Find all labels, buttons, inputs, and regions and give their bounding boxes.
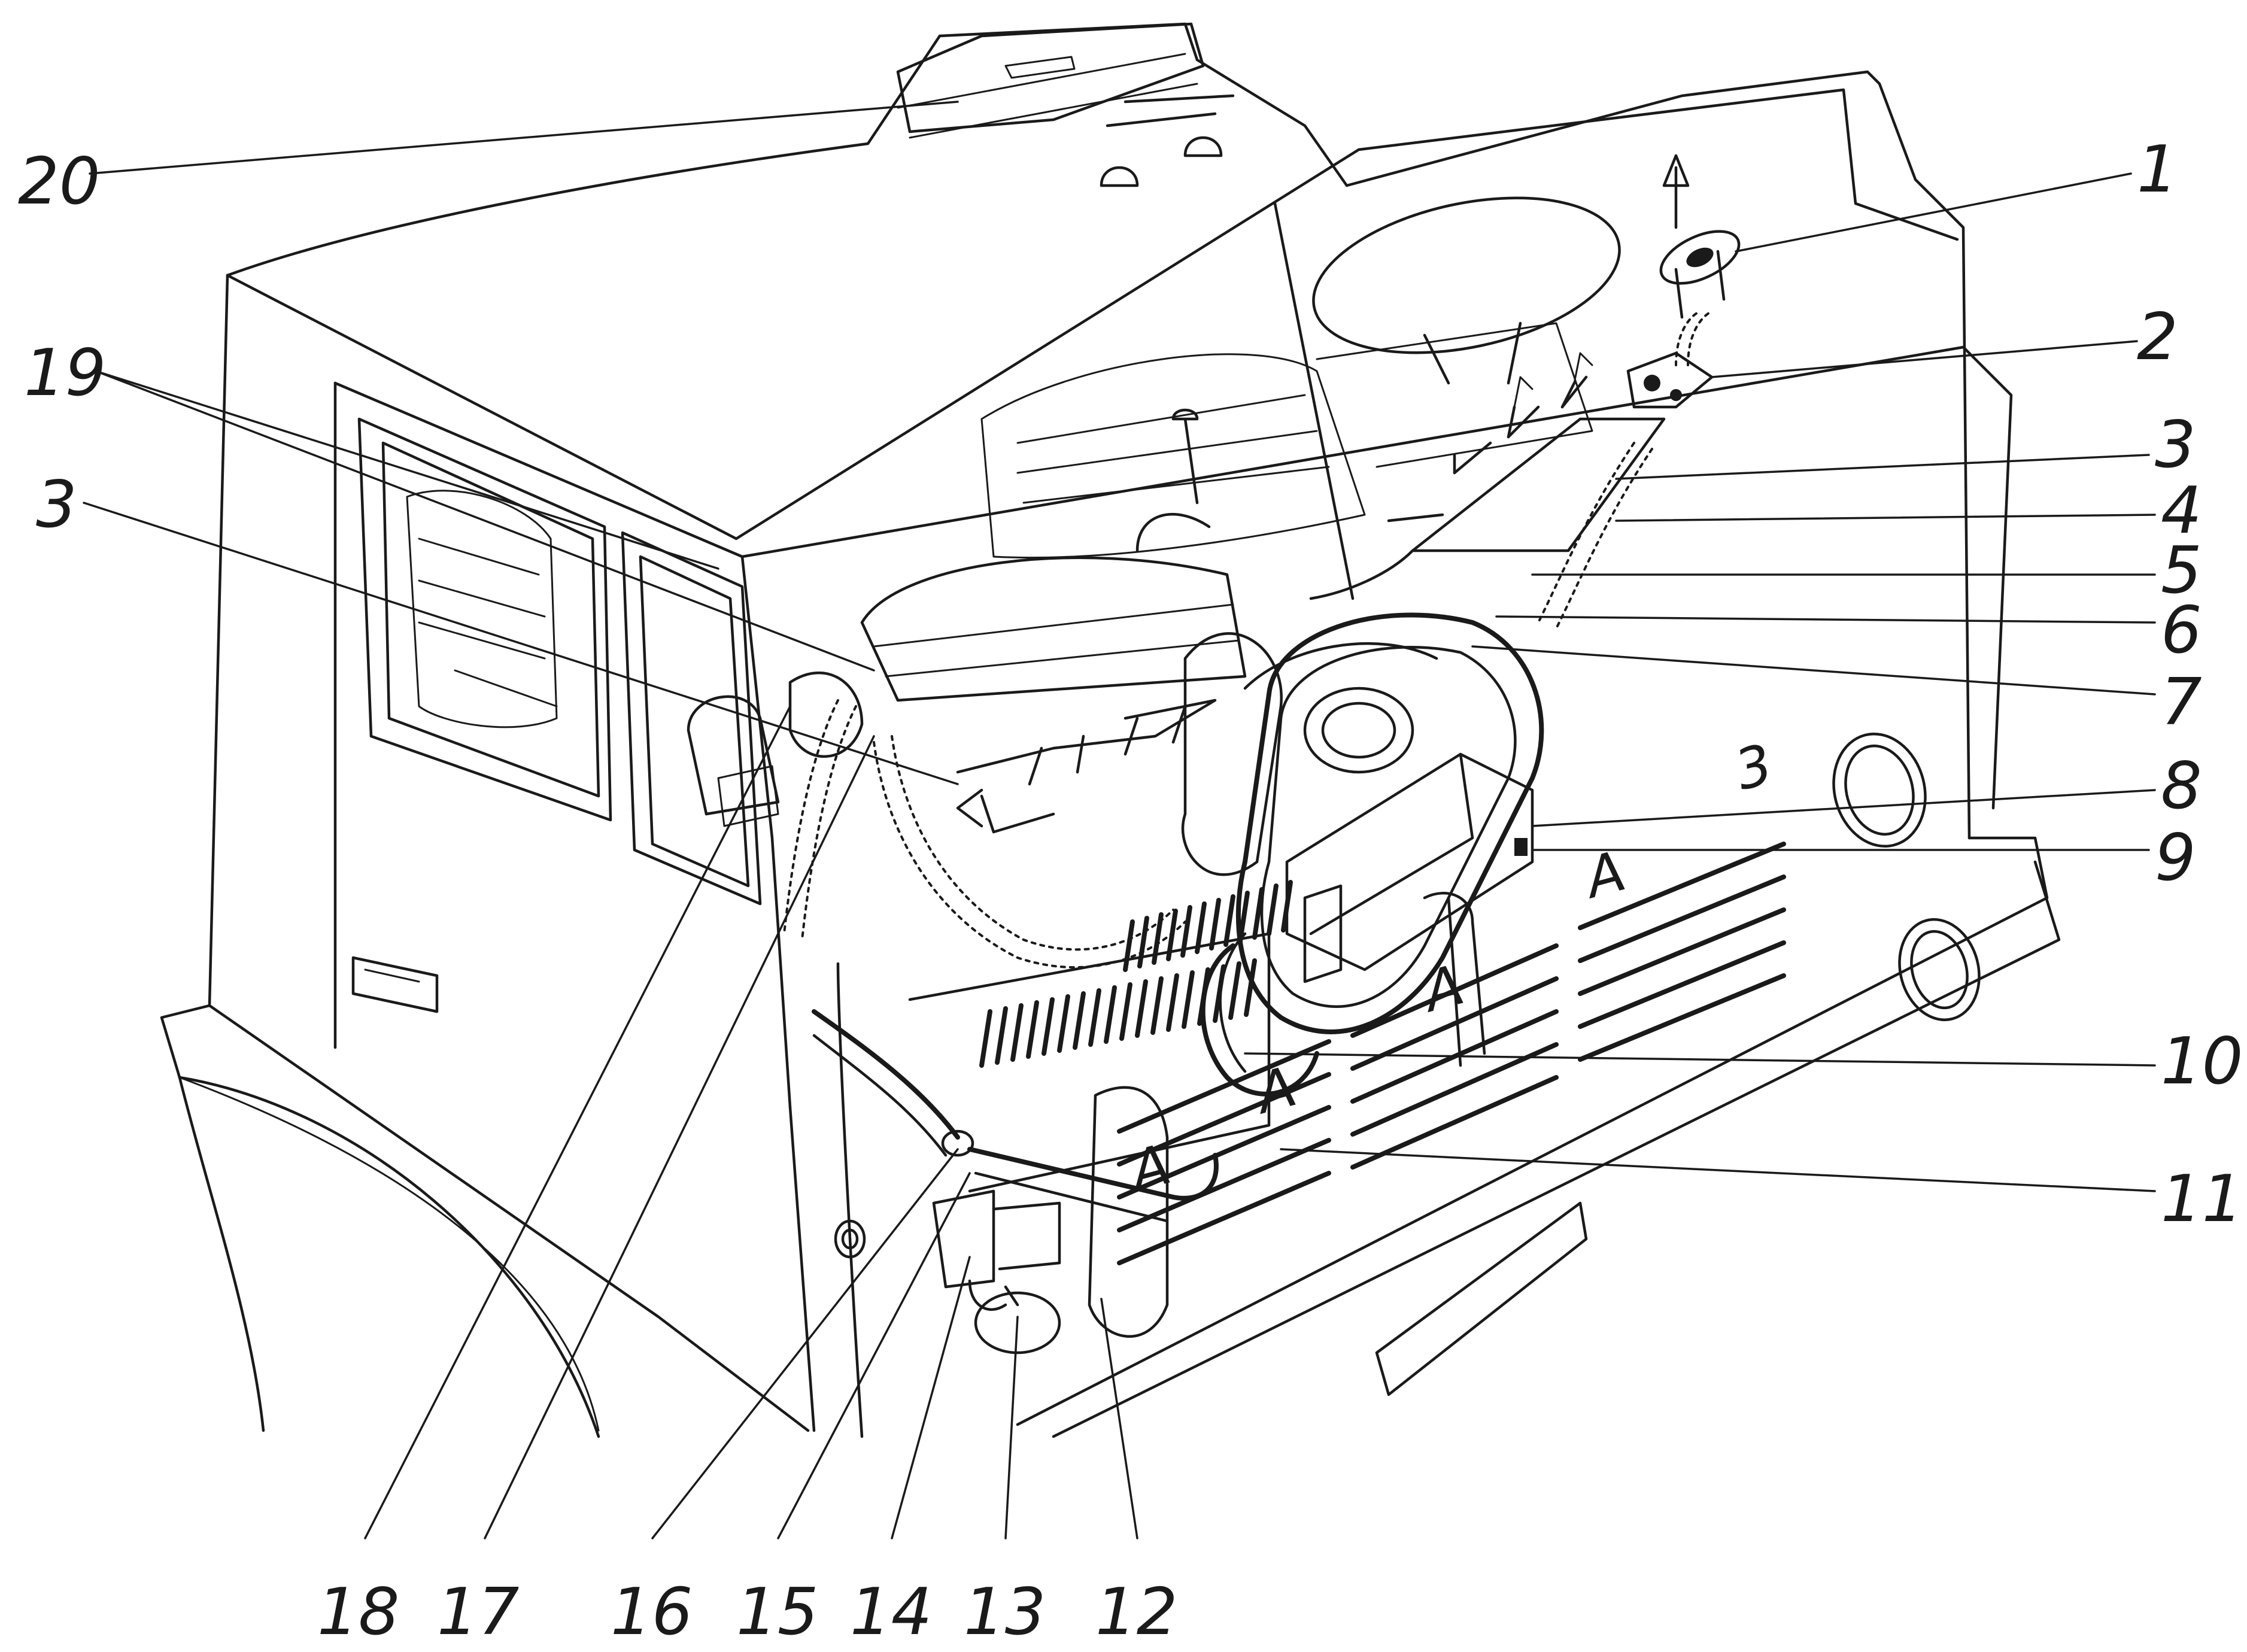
louvre-slot	[1195, 901, 1207, 954]
louvre-slot	[1180, 905, 1192, 958]
louvre-slot	[1119, 982, 1132, 1041]
grille-bar	[1350, 1075, 1559, 1170]
part-marks: 3 A A A A	[1121, 732, 1779, 1205]
louvre-slot	[1057, 994, 1070, 1053]
grille-bar	[1578, 874, 1786, 963]
callout-12: 12	[1095, 1575, 1177, 1650]
louvre-slot	[1182, 970, 1195, 1029]
callout-5: 5	[2161, 533, 2202, 608]
callout-3-left: 3	[36, 467, 77, 542]
grille-bar	[1578, 842, 1786, 930]
grille-bar	[1117, 1171, 1331, 1265]
cab-body	[160, 22, 2061, 1438]
part-mark-3: 3	[1729, 732, 1779, 803]
callout-16: 16	[611, 1575, 693, 1650]
louvre-slot	[1073, 991, 1086, 1050]
cab-interior	[860, 196, 1621, 702]
callout-numbers-left: 19 3 20	[18, 144, 106, 542]
callout-6: 6	[2161, 593, 2202, 668]
callout-1: 1	[2137, 132, 2178, 207]
grille-bar	[1350, 976, 1559, 1071]
grille-bar	[1117, 1072, 1331, 1167]
louvre-slot	[979, 1009, 992, 1068]
callout-3-right: 3	[2155, 408, 2196, 482]
callout-9: 9	[2155, 821, 2196, 895]
callout-15: 15	[736, 1575, 818, 1650]
louvre-slot	[1197, 967, 1210, 1026]
callout-13: 13	[964, 1575, 1046, 1650]
louvre-slot	[1228, 961, 1241, 1020]
callout-7: 7	[2161, 665, 2202, 740]
callout-numbers-right: 1 2 3 4 5 6 7 8 9 10 11	[2137, 132, 2243, 1237]
callout-2: 2	[2137, 300, 2178, 375]
louvre-slot	[1209, 898, 1221, 950]
part-mark-a-2: A	[1414, 953, 1470, 1025]
louvre-slot	[1135, 979, 1148, 1038]
callout-20: 20	[18, 144, 100, 219]
callout-4: 4	[2161, 473, 2202, 548]
louvre-slot	[1252, 887, 1264, 940]
louvre-slot	[1088, 988, 1101, 1047]
louvre-slot	[1166, 909, 1178, 961]
louvre-slot	[1137, 916, 1149, 968]
callout-14: 14	[850, 1575, 932, 1650]
callout-17: 17	[437, 1575, 519, 1650]
louvre-slot	[1238, 891, 1250, 943]
louvre-slot	[1223, 894, 1235, 947]
louvre-slot	[1026, 1000, 1039, 1059]
grille-bar	[1117, 1039, 1331, 1134]
louvre-slot	[1213, 964, 1226, 1023]
grille-bar	[1117, 1138, 1331, 1232]
louvre-slot	[1123, 919, 1135, 972]
callout-10: 10	[2161, 1024, 2243, 1099]
louvre-slot	[1041, 997, 1055, 1056]
callout-11: 11	[2161, 1162, 2243, 1237]
leader-lines	[83, 101, 2156, 1539]
louvre-slot	[1244, 958, 1257, 1017]
grille-bar	[1578, 940, 1786, 1029]
callout-8: 8	[2161, 749, 2202, 824]
louvre-slot	[1166, 973, 1179, 1032]
louvre-slot	[1150, 976, 1164, 1035]
louvre-slot	[1104, 985, 1117, 1044]
louvre-slot	[1010, 1003, 1024, 1062]
grille-bar	[1350, 1042, 1559, 1137]
grille-bar	[1117, 1105, 1331, 1199]
louvre-slot	[1267, 883, 1279, 936]
grille-bar	[1578, 973, 1786, 1062]
grille-bar	[1578, 907, 1786, 996]
louvre-slot	[1152, 912, 1164, 965]
callout-19: 19	[24, 336, 106, 411]
louvre-slot	[1281, 880, 1293, 933]
louvre-slot	[995, 1006, 1008, 1065]
callout-18: 18	[317, 1575, 399, 1650]
callout-numbers-bottom: 18 17 16 15 14 13 12	[317, 1575, 1177, 1650]
